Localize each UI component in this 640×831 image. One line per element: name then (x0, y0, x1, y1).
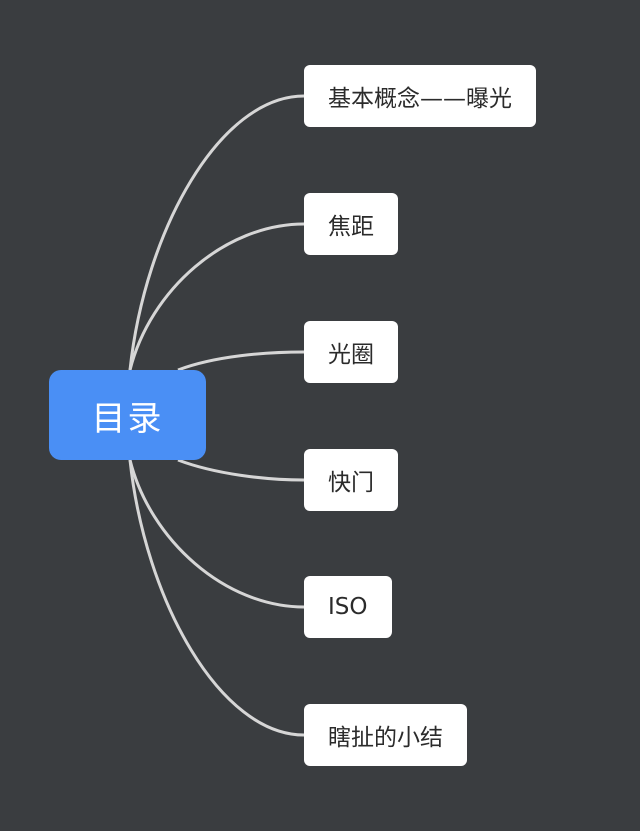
child-node-iso[interactable]: ISO (304, 576, 392, 638)
connector-2 (177, 350, 305, 372)
connector-1 (128, 222, 305, 371)
child-node-exposure[interactable]: 基本概念——曝光 (304, 65, 536, 127)
root-node[interactable]: 目录 (49, 370, 206, 460)
child-node-label: ISO (328, 594, 368, 620)
child-node-aperture[interactable]: 光圈 (304, 321, 398, 383)
connector-3 (177, 458, 305, 482)
child-node-label: 光圈 (328, 342, 374, 368)
child-node-summary[interactable]: 瞎扯的小结 (304, 704, 467, 766)
root-node-label: 目录 (91, 398, 164, 439)
connector-0 (128, 94, 305, 371)
child-node-label: 焦距 (328, 214, 374, 240)
child-node-label: 基本概念——曝光 (328, 86, 512, 112)
child-node-label: 快门 (328, 470, 374, 496)
connector-4 (128, 459, 305, 609)
connector-5 (128, 459, 305, 737)
child-node-shutter[interactable]: 快门 (304, 449, 398, 511)
child-node-label: 瞎扯的小结 (328, 725, 443, 751)
child-node-focal-length[interactable]: 焦距 (304, 193, 398, 255)
